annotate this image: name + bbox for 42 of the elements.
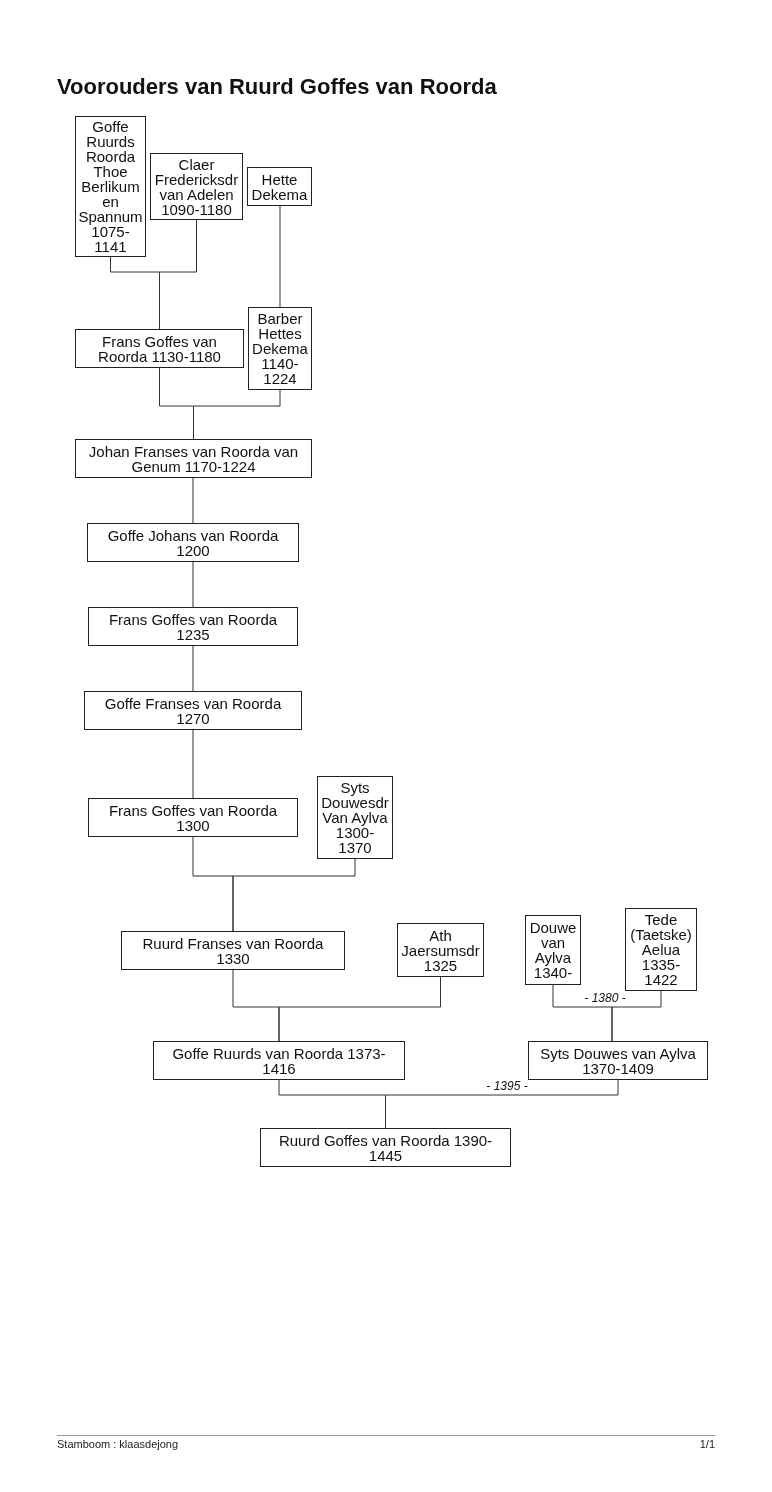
connector-line: [192, 645, 194, 692]
connector-line: [232, 858, 356, 932]
person-box: [153, 1041, 405, 1080]
person-label: Ruurd Franses van Roorda 1330: [141, 935, 325, 966]
edge-label: - 1395 -: [485, 1080, 529, 1093]
person-label: Barber Hettes Dekema 1140-1224: [251, 311, 309, 386]
page-number: 1/1: [699, 1438, 715, 1451]
person-box: [88, 798, 298, 837]
person-label: Douwe van Aylva 1340-: [528, 920, 578, 980]
person-label: Syts Douwes van Aylva 1370-1409: [539, 1045, 697, 1076]
person-label: Syts Douwesdr Van Aylva 1300-1370: [320, 780, 390, 855]
connector-line: [278, 976, 441, 1042]
connector-line: [159, 219, 197, 330]
person-box: [260, 1128, 511, 1167]
connector-line: [192, 729, 194, 799]
diagram-title: Voorouders van Ruurd Goffes van Roorda: [57, 74, 497, 100]
person-label: Goffe Johans van Roorda 1200: [106, 527, 280, 558]
person-label: Goffe Ruurds van Roorda 1373-1416: [171, 1045, 387, 1076]
person-box: [84, 691, 302, 730]
person-label: Ruurd Goffes van Roorda 1390-1445: [277, 1132, 494, 1163]
connector-line: [192, 477, 194, 524]
connector-line: [279, 205, 281, 308]
person-label: Frans Goffes van Roorda 1300: [107, 802, 279, 833]
connector-line: [192, 561, 194, 608]
person-box: [87, 523, 299, 562]
connector-line: [611, 990, 662, 1042]
person-label: Frans Goffes van Roorda 1235: [107, 611, 279, 642]
person-box: [75, 329, 244, 368]
person-label: Goffe Franses van Roorda 1270: [103, 695, 283, 726]
footer-text: Stamboom : klaasdejong: [57, 1438, 179, 1451]
person-label: Ath Jaersumsdr 1325: [400, 927, 481, 973]
person-box: [528, 1041, 708, 1080]
person-box: [121, 931, 345, 970]
person-label: Hette Dekema: [250, 171, 309, 202]
person-label: Johan Franses van Roorda van Genum 1170-1224: [87, 443, 300, 474]
person-label: Tede (Taetske) Aelua 1335-1422: [629, 912, 693, 987]
person-label: Goffe Ruurds Roorda Thoe Berlikum en Spannum 1075-1141: [77, 119, 144, 254]
person-box: [75, 439, 312, 478]
edge-label: - 1380 -: [583, 992, 627, 1005]
person-label: Claer Fredericksdr van Adelen 1090-1180: [153, 156, 240, 217]
person-label: Frans Goffes van Roorda 1130-1180: [97, 333, 222, 364]
person-box: [88, 607, 298, 646]
